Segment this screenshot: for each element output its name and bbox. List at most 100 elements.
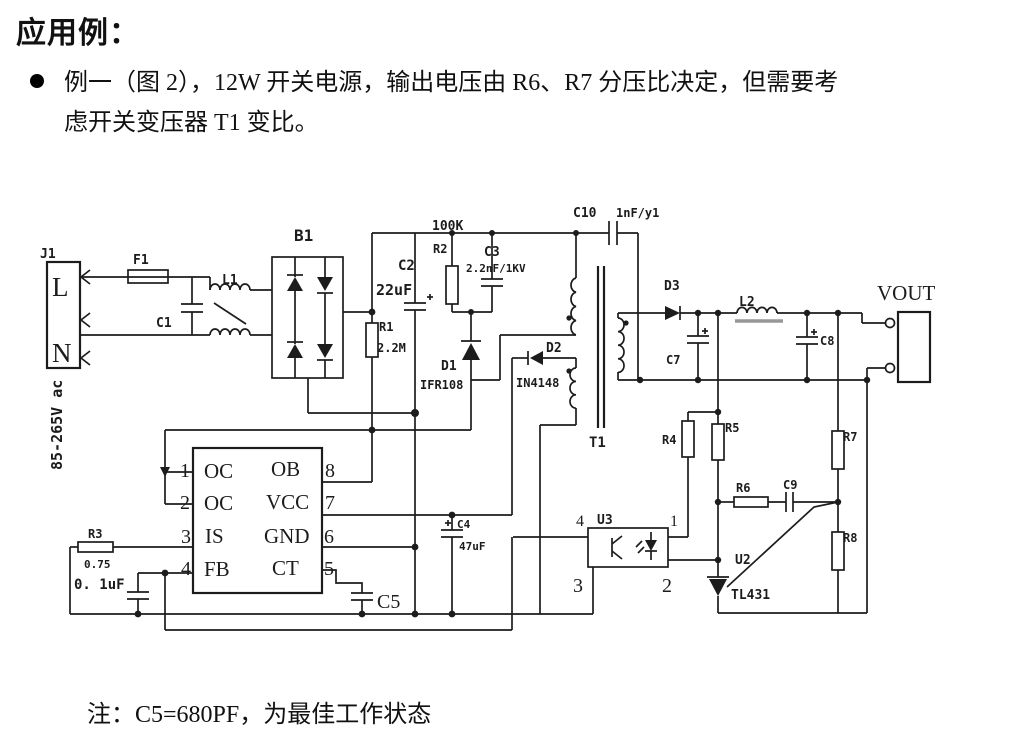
inductor-l2: L2 xyxy=(735,295,862,323)
label-d3: D3 xyxy=(664,279,680,294)
choke-l1: L1 xyxy=(80,273,272,336)
label-c5: C5 xyxy=(377,591,400,613)
label-u3-pin4: 4 xyxy=(576,513,584,530)
label-u2: U2 xyxy=(735,553,751,568)
footnote: 注：C5=680PF，为最佳工作状态 xyxy=(87,702,432,728)
label-f1: F1 xyxy=(133,253,149,268)
resistor-r4: R4 xyxy=(662,411,718,538)
label-r1: R1 xyxy=(379,320,393,334)
label-neutral: N xyxy=(52,338,72,368)
label-r1-value: 2.2M xyxy=(377,341,406,355)
label-r4: R4 xyxy=(662,433,676,447)
label-d1-value: IFR108 xyxy=(420,378,463,392)
label-c4-value: 47uF xyxy=(459,540,486,553)
ic-pin-number: 5 xyxy=(324,558,334,580)
ic-pin-name-oc1: OC xyxy=(204,459,233,483)
resistor-r5: R5 xyxy=(711,313,739,577)
label-r2-value: 100K xyxy=(432,219,463,234)
resistor-r6: R6 xyxy=(718,481,786,508)
resistor-r8: R8 xyxy=(831,531,857,613)
capacitor-c10: C10 1nF/y1 xyxy=(573,206,659,380)
capacitor-c4: C4 47uF xyxy=(441,515,486,614)
ic-pin-number: 8 xyxy=(325,460,335,482)
optocoupler-u3: U3 4 1 3 2 xyxy=(513,513,718,614)
output-connector-vout: VOUT xyxy=(618,281,935,384)
label-r3: R3 xyxy=(88,527,102,541)
bridge-rectifier-b1: B1 xyxy=(271,226,415,414)
label-r5: R5 xyxy=(725,421,739,435)
bullet-text-line1: 例一（图 2），12W 开关电源，输出电压由 R6、R7 分压比决定，但需要考 xyxy=(64,70,839,96)
ic-pin-name-is: IS xyxy=(205,524,224,548)
capacitor-fb: 0. 1uF xyxy=(74,573,149,614)
label-u3-pin1: 1 xyxy=(670,513,678,530)
ic-pin-name-ob: OB xyxy=(271,457,300,481)
label-c3-value: 2.2nF/1KV xyxy=(466,262,526,275)
pwm-ic: 1 2 3 4 8 7 6 5 OC OC IS FB OB VCC GND C… xyxy=(113,430,512,595)
resistor-r3: R3 0.75 xyxy=(69,527,114,614)
phase-dot-aux xyxy=(566,368,572,374)
resistor-r1: R1 2.2M xyxy=(365,233,406,482)
label-j1: J1 xyxy=(40,247,56,262)
phase-dot-secondary xyxy=(623,320,629,326)
ic-pin-name-fb: FB xyxy=(204,557,230,581)
bullet-icon xyxy=(30,74,44,88)
label-fb-cap-value: 0. 1uF xyxy=(74,577,125,593)
label-mains-voltage: 85-265V ac xyxy=(48,380,66,470)
ic-pin-number: 1 xyxy=(180,460,190,482)
page-title: 应用例： xyxy=(16,17,140,50)
connector-pin-arrows-icon xyxy=(80,269,91,366)
label-line: L xyxy=(52,272,69,302)
fuse-f1: F1 xyxy=(80,253,210,284)
transformer-t1: T1 xyxy=(500,233,629,451)
capacitor-c9: C9 xyxy=(783,478,838,512)
ic-pin-number: 2 xyxy=(180,492,190,514)
resistor-r7: R7 xyxy=(831,313,857,532)
label-c10: C10 xyxy=(573,206,597,221)
label-d1: D1 xyxy=(441,359,457,374)
label-t1: T1 xyxy=(589,435,606,451)
label-d2: D2 xyxy=(546,341,562,356)
diode-d1: D1 IFR108 xyxy=(165,312,501,431)
label-l1: L1 xyxy=(222,273,238,288)
ic-pin-number: 4 xyxy=(181,558,191,580)
label-c4: C4 xyxy=(457,518,471,531)
label-d2-value: IN4148 xyxy=(516,376,559,390)
phototransistor-icon xyxy=(611,535,623,560)
label-c1: C1 xyxy=(156,316,172,331)
label-r7: R7 xyxy=(843,430,857,444)
label-b1: B1 xyxy=(294,226,313,245)
connector-j1: J1 L N 85-265V ac xyxy=(40,247,91,470)
bullet-text-line2: 虑开关变压器 T1 变比。 xyxy=(64,110,319,136)
label-u3: U3 xyxy=(597,513,613,528)
ic-pin-number: 7 xyxy=(325,492,335,514)
label-r3-value: 0.75 xyxy=(84,558,111,571)
capacitor-c7: C7 xyxy=(666,313,709,380)
ic-pin-number: 3 xyxy=(181,526,191,548)
label-u2-value: TL431 xyxy=(731,588,770,603)
label-u3-pin2: 2 xyxy=(662,575,672,597)
capacitor-c5: C5 xyxy=(351,591,400,614)
label-c8: C8 xyxy=(820,334,834,348)
label-c3: C3 xyxy=(484,245,500,260)
label-c2-value: 22uF xyxy=(376,281,412,299)
ic-pin-number: 6 xyxy=(324,526,334,548)
ic-pin-name-oc2: OC xyxy=(204,491,233,515)
label-r8: R8 xyxy=(843,531,857,545)
label-u3-pin3: 3 xyxy=(573,575,583,597)
label-l2: L2 xyxy=(739,295,755,310)
resistor-r2: 100K R2 xyxy=(432,219,463,312)
capacitor-c3: C3 2.2nF/1KV xyxy=(452,233,526,313)
junction-dots xyxy=(134,230,871,618)
phase-dot-primary xyxy=(566,315,572,321)
capacitor-c8: C8 xyxy=(796,313,834,380)
ic-pin-name-gnd: GND xyxy=(264,524,310,548)
label-vout: VOUT xyxy=(877,281,935,305)
diode-d2: D2 IN4148 xyxy=(511,341,576,515)
led-icon xyxy=(635,532,657,560)
diode-d3: D3 xyxy=(618,279,737,320)
shunt-regulator-u2: U2 TL431 xyxy=(707,380,868,614)
label-c7: C7 xyxy=(666,353,680,367)
label-c2: C2 xyxy=(398,258,415,274)
